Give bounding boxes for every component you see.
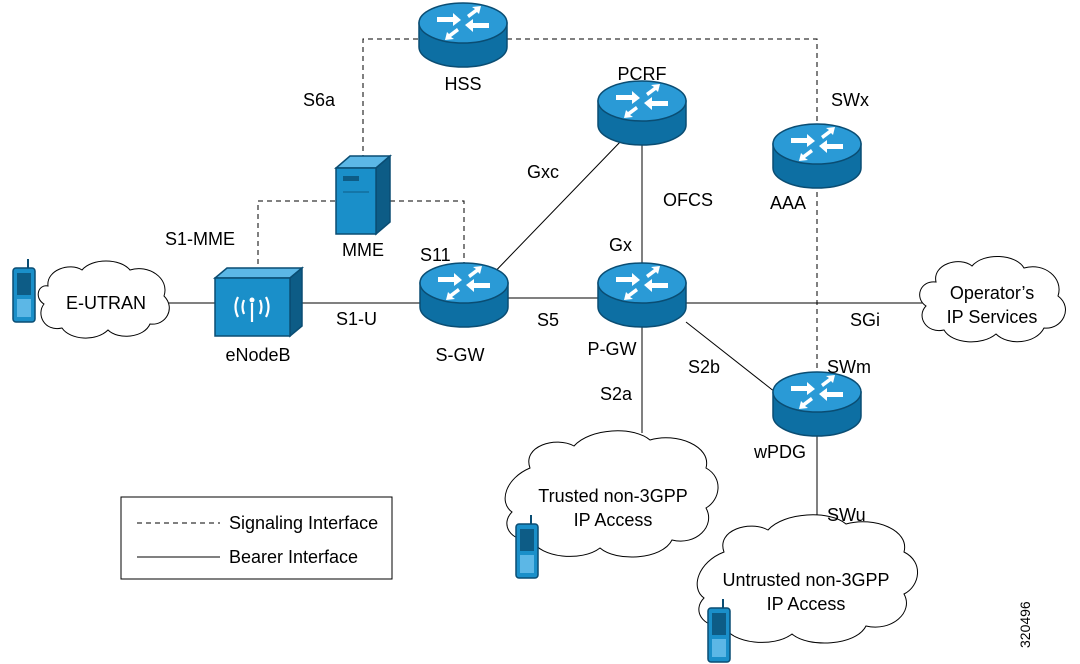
legend-signaling-label: Signaling Interface xyxy=(229,513,378,533)
pcrf-router-icon xyxy=(597,80,687,146)
enodeb-node: eNodeB xyxy=(212,266,305,365)
untrusted-label-line1: Untrusted non-3GPP xyxy=(722,570,889,590)
label-s2b: S2b xyxy=(688,357,720,377)
label-s5: S5 xyxy=(537,310,559,330)
enodeb-label: eNodeB xyxy=(225,345,290,365)
aaa-node: AAA xyxy=(770,123,862,213)
pcrf-node: PCRF xyxy=(597,64,687,146)
link-hss-aaa xyxy=(507,38,818,128)
bearer-links xyxy=(166,139,928,520)
label-s11: S11 xyxy=(420,245,451,265)
trusted-label-line2: IP Access xyxy=(574,510,653,530)
aaa-label: AAA xyxy=(770,193,806,213)
label-swx: SWx xyxy=(831,90,869,110)
label-ofcs: OFCS xyxy=(663,190,713,210)
wpdg-label: wPDG xyxy=(753,442,806,462)
aaa-router-icon xyxy=(772,123,862,189)
trusted-label-line1: Trusted non-3GPP xyxy=(538,486,687,506)
operator-label-line2: IP Services xyxy=(947,307,1038,327)
wpdg-node: wPDG xyxy=(753,371,862,462)
untrusted-label-line2: IP Access xyxy=(767,594,846,614)
link-s2b xyxy=(685,321,776,393)
untrusted-cloud: Untrusted non-3GPP IP Access xyxy=(696,514,918,644)
hss-router-icon xyxy=(418,2,508,68)
trusted-handset-icon xyxy=(515,514,539,579)
link-s11 xyxy=(390,200,465,278)
sgw-router-icon xyxy=(419,262,509,328)
figure-id: 320496 xyxy=(1017,601,1033,648)
untrusted-handset-icon xyxy=(707,598,731,663)
mme-label: MME xyxy=(342,240,384,260)
operator-label-line1: Operator’s xyxy=(950,283,1034,303)
label-sgi: SGi xyxy=(850,310,880,330)
label-swu: SWu xyxy=(827,505,866,525)
mme-server-icon xyxy=(333,154,393,236)
legend-box xyxy=(120,496,393,580)
sgw-node: S-GW xyxy=(419,262,509,365)
hss-label: HSS xyxy=(444,74,481,94)
label-gx: Gx xyxy=(609,235,632,255)
label-s2a: S2a xyxy=(600,384,633,404)
signaling-links xyxy=(257,38,818,378)
mme-node: MME xyxy=(333,154,393,260)
legend-bearer-label: Bearer Interface xyxy=(229,547,358,567)
link-s6a xyxy=(362,38,419,160)
operator-cloud: Operator’s IP Services xyxy=(919,255,1066,343)
pgw-label: P-GW xyxy=(588,339,637,359)
label-gxc: Gxc xyxy=(527,162,559,182)
enodeb-icon xyxy=(212,266,305,338)
interface-labels: S6a SWx Gxc OFCS S1-MME S11 Gx S1-U S5 S… xyxy=(165,90,880,525)
eutran-cloud: E-UTRAN xyxy=(37,260,170,339)
label-s1-mme: S1-MME xyxy=(165,229,235,249)
sgw-label: S-GW xyxy=(436,345,485,365)
ue-handset-icon xyxy=(12,258,36,323)
link-gxc xyxy=(483,139,623,284)
wpdg-router-icon xyxy=(772,371,862,437)
eutran-label: E-UTRAN xyxy=(66,293,146,313)
label-s6a: S6a xyxy=(303,90,336,110)
hss-node: HSS xyxy=(418,2,508,94)
pgw-router-icon xyxy=(597,262,687,328)
link-s1-mme xyxy=(257,200,336,273)
legend: Signaling Interface Bearer Interface xyxy=(120,496,393,580)
pgw-node: P-GW xyxy=(588,262,687,359)
label-s1-u: S1-U xyxy=(336,309,377,329)
label-swm: SWm xyxy=(827,357,871,377)
pcrf-label: PCRF xyxy=(618,64,667,84)
trusted-cloud: Trusted non-3GPP IP Access xyxy=(504,430,719,558)
